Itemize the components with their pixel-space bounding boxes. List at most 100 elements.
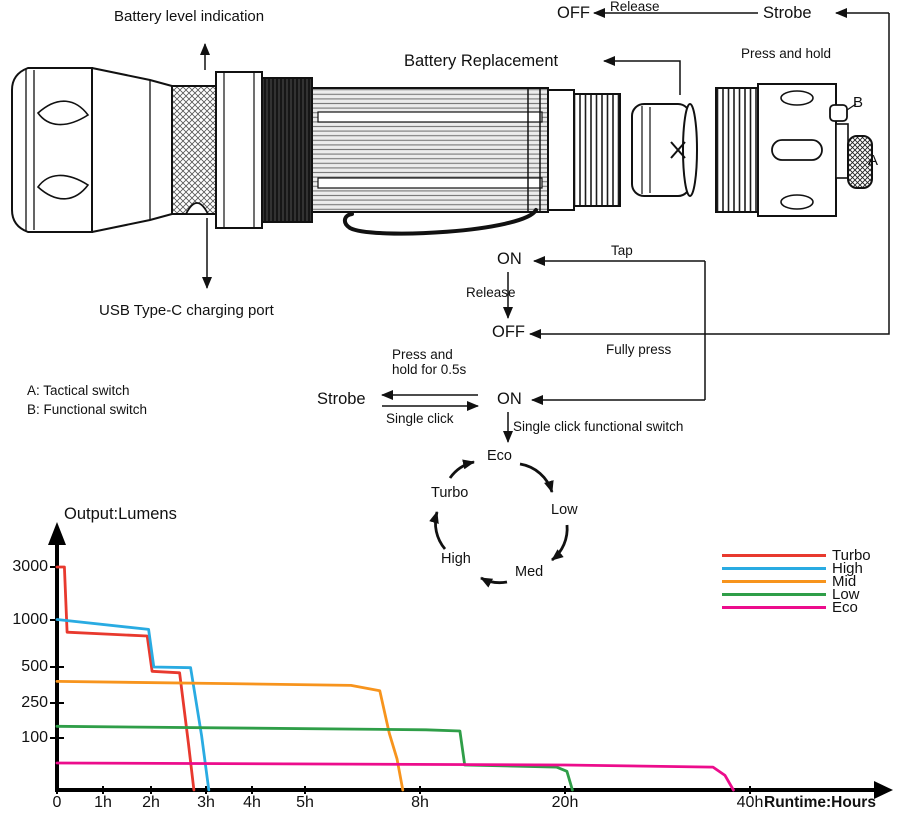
- annotation-arrows: [200, 43, 681, 289]
- tap-label: Tap: [611, 243, 633, 258]
- y-axis-arrowhead: [48, 522, 66, 545]
- off-state-top: OFF: [557, 4, 590, 22]
- head-facet-bottom: [36, 174, 90, 200]
- tailcap-drum: [757, 83, 837, 217]
- switch-a-letter: A: [868, 152, 879, 169]
- mode-med: Med: [515, 564, 544, 580]
- battery-tube-body: [311, 87, 549, 213]
- legend-label: High: [832, 560, 863, 577]
- press-hold-05-line2: hold for 0.5s: [392, 362, 467, 377]
- legend-swatch: [722, 593, 826, 596]
- mode-turbo: Turbo: [431, 485, 469, 501]
- med-to-high-arc: [480, 576, 508, 588]
- legend-item-low: Low: [722, 586, 871, 603]
- battery-replacement-label: Battery Replacement: [404, 52, 559, 70]
- legend-item-turbo: Turbo: [722, 547, 871, 564]
- legend-item-mid: Mid: [722, 573, 871, 590]
- series-eco: [55, 761, 735, 792]
- legend-item-eco: Eco: [722, 599, 871, 616]
- eco-to-low-arc: [519, 462, 554, 493]
- x-tick-label-8h: 8h: [411, 794, 429, 811]
- tail-threads: [573, 93, 621, 207]
- press-hold-05-line1: Press and: [392, 347, 453, 362]
- y-axis-title: Output:Lumens: [64, 505, 177, 523]
- y-tick-label-3000: 3000: [12, 558, 48, 575]
- switch-a-legend: A: Tactical switch: [27, 383, 130, 398]
- tailcap-illustration: [715, 83, 873, 217]
- x-axis-arrowhead: [874, 781, 893, 799]
- tailcap-detail-bottom: [780, 194, 814, 210]
- flashlight-head: [11, 67, 93, 233]
- tactical-switch-boot: [847, 135, 873, 189]
- pocket-clip: [343, 208, 538, 236]
- press-and-hold-label: Press and hold: [741, 46, 832, 61]
- x-tick-label-5h: 5h: [296, 794, 314, 811]
- on-state-constant: ON: [497, 390, 522, 408]
- x-tick-label-1h: 1h: [94, 794, 112, 811]
- y-tick-label-500: 500: [21, 658, 48, 675]
- battery-level-label: Battery level indication: [114, 8, 265, 25]
- functional-switch-button: [829, 104, 848, 122]
- tailcap-side-switch: [771, 139, 823, 161]
- grip-ring: [261, 77, 313, 223]
- x-tick-label-2h: 2h: [142, 794, 160, 811]
- series-high: [55, 618, 211, 792]
- series-turbo: [55, 565, 196, 792]
- mode-high: High: [441, 551, 471, 567]
- x-tick-label-20h: 20h: [551, 794, 579, 811]
- legend-swatch: [722, 567, 826, 570]
- tick-marks: [50, 566, 751, 794]
- battery-polarity-mark: [670, 141, 686, 159]
- switch-to-off-connector: [529, 13, 890, 339]
- legend-label: Mid: [832, 573, 857, 590]
- usb-port-label: USB Type-C charging port: [99, 302, 274, 319]
- chart-series: [55, 565, 735, 792]
- strobe-state-mid: Strobe: [317, 390, 366, 408]
- single-click-label: Single click: [386, 411, 454, 426]
- flashlight-illustration: [11, 67, 698, 236]
- series-mid: [55, 680, 405, 792]
- fully-press-label: Fully press: [606, 342, 672, 357]
- y-tick-label-1000: 1000: [12, 611, 48, 628]
- switch-b-letter: B: [853, 94, 864, 111]
- usb-port-cover: [184, 202, 210, 215]
- legend-swatch: [722, 580, 826, 583]
- tailcap-ribs: [715, 87, 759, 213]
- series-low: [55, 724, 574, 792]
- legend-label: Low: [832, 586, 860, 603]
- legend-label: Turbo: [832, 547, 871, 564]
- low-to-med-arc: [551, 524, 569, 562]
- head-facet-top: [36, 100, 90, 126]
- release-label-mid: Release: [466, 285, 516, 300]
- legend-swatch: [722, 606, 826, 609]
- off-state-mid: OFF: [492, 323, 525, 341]
- chart-axes: [48, 522, 893, 799]
- tailcap-detail-top: [780, 90, 814, 106]
- legend-label: Eco: [832, 599, 858, 616]
- mode-low: Low: [551, 502, 578, 518]
- high-to-turbo-arc: [429, 511, 447, 550]
- legend-swatch: [722, 554, 826, 557]
- battery-replacement-arrow: [603, 56, 681, 95]
- head-knurling: [171, 85, 217, 215]
- x-tick-label-40h: 40h: [736, 794, 764, 811]
- release-label-top: Release: [610, 0, 660, 14]
- legend-item-high: High: [722, 560, 871, 577]
- switch-b-legend: B: Functional switch: [27, 402, 148, 417]
- x-tick-label-4h: 4h: [243, 794, 261, 811]
- y-tick-label-250: 250: [21, 694, 48, 711]
- state-diagram-lines: [381, 8, 890, 443]
- x-tick-label-3h: 3h: [197, 794, 215, 811]
- y-tick-label-100: 100: [21, 729, 48, 746]
- battery-tube-end: [631, 103, 698, 197]
- x-axis-title: Runtime:Hours: [764, 794, 876, 811]
- x-tick-label-0: 0: [52, 794, 62, 811]
- on-state-momentary: ON: [497, 250, 522, 268]
- turbo-to-eco-arc: [448, 459, 475, 479]
- mode-eco: Eco: [487, 448, 512, 464]
- single-click-functional-label: Single click functional switch: [513, 419, 684, 434]
- mode-cycle-arrows: [429, 459, 569, 588]
